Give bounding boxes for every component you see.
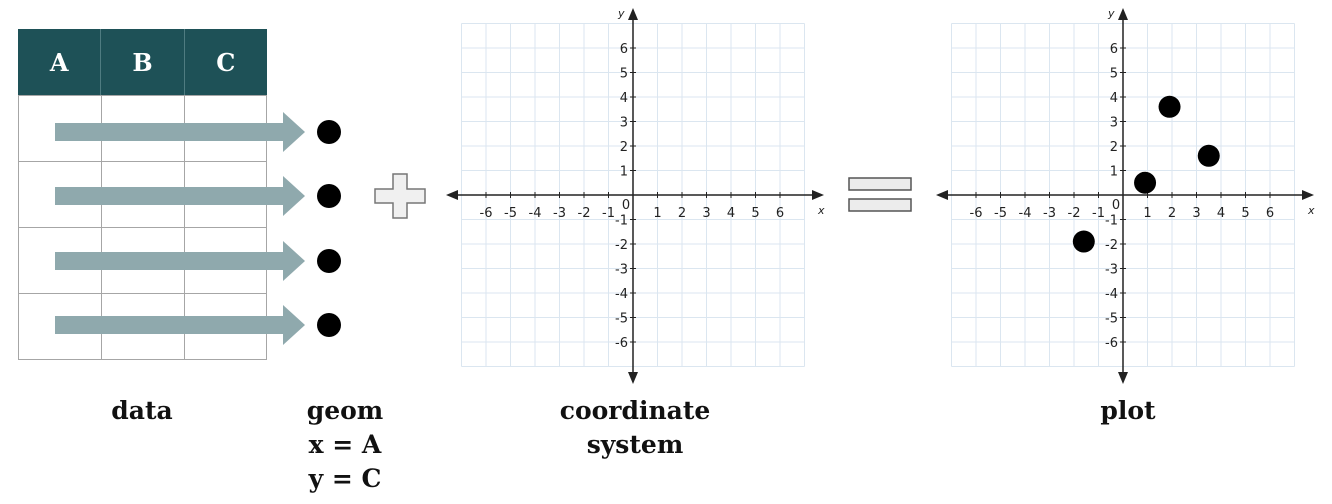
y-tick-label: 6 — [1110, 42, 1118, 57]
table-row-divider — [19, 293, 266, 294]
row-arrow — [55, 176, 305, 216]
y-tick-label: -1 — [615, 214, 628, 229]
column-header-a: A — [18, 29, 102, 95]
x-axis-left-arrow — [936, 190, 948, 200]
x-tick-label: -5 — [994, 206, 1007, 221]
row-arrow — [55, 305, 305, 345]
y-axis-name: y — [617, 7, 625, 20]
x-axis-left-arrow — [446, 190, 458, 200]
table-row-divider — [19, 227, 266, 228]
geom-point — [317, 184, 341, 208]
y-tick-label: 1 — [1110, 165, 1118, 180]
table-header-row: A B C — [18, 29, 267, 95]
y-axis-down-arrow — [1118, 372, 1128, 384]
x-tick-label: -1 — [1092, 206, 1105, 221]
x-axis-right-arrow — [1302, 190, 1314, 200]
data-point — [1158, 95, 1181, 118]
x-tick-label: -4 — [1019, 206, 1032, 221]
x-tick-label: -4 — [529, 206, 542, 221]
y-tick-label: -2 — [615, 238, 628, 253]
table-row-divider — [19, 161, 266, 162]
x-tick-label: 5 — [1241, 206, 1249, 221]
y-axis-name: y — [1107, 7, 1115, 20]
y-tick-label: 2 — [1110, 140, 1118, 155]
x-tick-label: 6 — [776, 206, 784, 221]
x-tick-label: -6 — [970, 206, 983, 221]
plus-sign-icon — [374, 173, 426, 219]
y-tick-label: 1 — [620, 165, 628, 180]
coordinate-caption-line-2: system — [586, 430, 684, 459]
y-tick-label: 3 — [1110, 116, 1118, 131]
column-header-b: B — [101, 29, 185, 95]
x-tick-label: -5 — [504, 206, 517, 221]
data-point — [1134, 171, 1157, 194]
x-tick-label: -2 — [578, 206, 591, 221]
x-tick-label: 1 — [653, 206, 661, 221]
y-tick-label: -1 — [1105, 214, 1118, 229]
geom-point — [317, 120, 341, 144]
y-tick-label: 2 — [620, 140, 628, 155]
column-header-c: C — [216, 47, 236, 77]
x-axis-name: x — [1307, 204, 1315, 217]
y-axis-down-arrow — [628, 372, 638, 384]
x-tick-label: 6 — [1266, 206, 1274, 221]
geom-caption-title: geom — [306, 396, 384, 425]
y-tick-label: -6 — [1105, 336, 1118, 351]
geom-caption: geom x = A y = C — [285, 394, 405, 496]
x-tick-label: 3 — [1192, 206, 1200, 221]
y-tick-label: -3 — [615, 263, 628, 278]
equals-sign-icon — [848, 177, 912, 212]
geom-point — [317, 249, 341, 273]
x-tick-label: -1 — [602, 206, 615, 221]
x-tick-label: 4 — [727, 206, 735, 221]
x-tick-label: 0 — [622, 198, 630, 213]
x-tick-label: 1 — [1143, 206, 1151, 221]
y-tick-label: 4 — [1110, 91, 1118, 106]
data-point — [1197, 144, 1220, 167]
y-tick-label: -5 — [615, 312, 628, 327]
x-axis-right-arrow — [812, 190, 824, 200]
y-tick-label: -2 — [1105, 238, 1118, 253]
x-tick-label: 4 — [1217, 206, 1225, 221]
y-tick-label: -6 — [615, 336, 628, 351]
y-tick-label: 3 — [620, 116, 628, 131]
y-tick-label: 5 — [1110, 67, 1118, 82]
row-arrow — [55, 112, 305, 152]
x-tick-label: -6 — [480, 206, 493, 221]
y-tick-label: 5 — [620, 67, 628, 82]
x-tick-label: -2 — [1068, 206, 1081, 221]
y-tick-label: -5 — [1105, 312, 1118, 327]
table-body — [18, 95, 267, 360]
geom-caption-x-mapping: x = A — [308, 430, 382, 459]
y-axis-up-arrow — [1118, 8, 1128, 20]
x-axis-name: x — [817, 204, 825, 217]
coordinate-system-caption: coordinate system — [535, 394, 735, 462]
y-tick-label: 6 — [620, 42, 628, 57]
x-tick-label: 2 — [678, 206, 686, 221]
x-tick-label: 0 — [1112, 198, 1120, 213]
geom-caption-y-mapping: y = C — [308, 464, 382, 493]
x-tick-label: -3 — [553, 206, 566, 221]
data-table: A B C — [18, 29, 267, 360]
y-axis-up-arrow — [628, 8, 638, 20]
y-tick-label: -4 — [1105, 287, 1118, 302]
coordinate-caption-line-1: coordinate — [559, 396, 711, 425]
y-tick-label: 4 — [620, 91, 628, 106]
x-tick-label: -3 — [1043, 206, 1056, 221]
geom-point — [317, 313, 341, 337]
x-tick-label: 5 — [751, 206, 759, 221]
y-tick-label: -4 — [615, 287, 628, 302]
x-tick-label: 2 — [1168, 206, 1176, 221]
x-tick-label: 3 — [702, 206, 710, 221]
row-arrow — [55, 241, 305, 281]
y-tick-label: -3 — [1105, 263, 1118, 278]
data-caption: data — [111, 396, 173, 425]
data-point — [1072, 230, 1095, 253]
plot-caption: plot — [1100, 396, 1156, 425]
